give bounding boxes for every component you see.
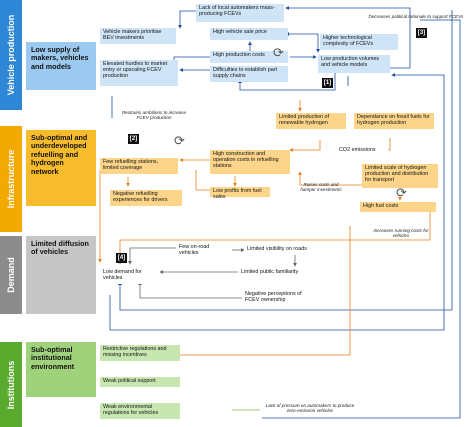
feedback-loop-icon: ⟳ <box>273 45 284 60</box>
node-weak-environmental-regulations: Weak environmental regulations for vehic… <box>100 403 180 419</box>
node-weak-political-support: Weak political support <box>100 377 180 387</box>
heading-institutions: Sub-optimal institutional environment <box>26 342 96 397</box>
node-difficulties-parts: Difficulties to establish part supply ch… <box>210 66 288 82</box>
node-negative-refuelling-experiences: Negative refuelling experiences for driv… <box>110 190 182 206</box>
note-lack-pressure: Lack of pressure on automakers to produc… <box>265 403 355 414</box>
node-low-demand: Low demand for vehicles <box>100 268 154 284</box>
node-higher-complexity: Higher technological complexity of FCEVs <box>320 34 398 50</box>
node-limited-renewable-hydrogen: Limited production of renewable hydrogen <box>276 113 346 129</box>
band-demand: Demand <box>0 236 22 314</box>
tag-4: [4] <box>116 253 127 263</box>
tag-3: [3] <box>416 28 427 38</box>
node-low-production-volumes: Low production volumes and vehicle model… <box>318 55 390 73</box>
node-limited-visibility: Limited visibility on roads <box>244 245 322 255</box>
node-co2-emissions: CO2 emissions <box>336 146 388 156</box>
band-vehicle-production: Vehicle production <box>0 0 22 110</box>
node-limited-scale-hydrogen: Limited scale of hydrogen production and… <box>362 164 438 188</box>
node-makers-prioritise-bev: Vehicle makers prioritise BEV investment… <box>100 28 176 44</box>
node-dependence-fossil-fuels: Dependance on fossil fuels for hydrogen … <box>354 113 434 129</box>
tag-1: [1] <box>322 78 333 88</box>
node-few-refuelling-stations: Few refuelling stations, limited coverag… <box>100 158 178 174</box>
feedback-loop-icon: ⟳ <box>174 133 185 148</box>
feedback-loop-icon: ⟳ <box>396 185 407 200</box>
heading-vehicle-production: Low supply of makers, vehicles and model… <box>26 42 96 90</box>
node-high-production-costs: High production costs <box>210 51 288 63</box>
band-infrastructure: Infrastructure <box>0 126 22 232</box>
note-raises-costs: Raises costs and hamper investments <box>300 182 342 193</box>
node-high-fuel-costs: High fuel costs <box>360 202 436 212</box>
node-negative-perceptions: Negative perceptions of FCEV ownership <box>242 290 318 306</box>
node-limited-public-familiarity: Limited public familiarity <box>238 268 314 278</box>
node-restrictive-regulations: Restrictive regulations and missing ince… <box>100 345 180 361</box>
node-low-profits: Low profits from fuel sales <box>210 187 270 200</box>
tag-2: [2] <box>128 134 139 144</box>
band-institutions: Institutions <box>0 342 22 427</box>
heading-demand: Limited diffusion of vehicles <box>26 236 96 314</box>
node-high-sale-price: High vehicle sale price <box>210 28 288 40</box>
heading-infrastructure: Sub-optimal and underdeveloped refuellin… <box>26 130 96 206</box>
note-increases-running: Increases running costs for vehicles <box>373 228 429 239</box>
node-elevated-hurdles: Elevated hurdles to market entry or upsc… <box>100 60 178 86</box>
node-high-construction-costs: High construction and operation costs in… <box>210 150 290 174</box>
node-few-on-road-vehicles: Few on-road vehicles <box>176 243 226 257</box>
note-decreases-political: Decreases political rationale to support… <box>368 14 464 19</box>
note-restrains-ambitions: Restrains ambitions to increase FCEV pro… <box>121 110 187 121</box>
node-lack-local-automakers: Lack of local automakers mass-producing … <box>196 4 284 22</box>
